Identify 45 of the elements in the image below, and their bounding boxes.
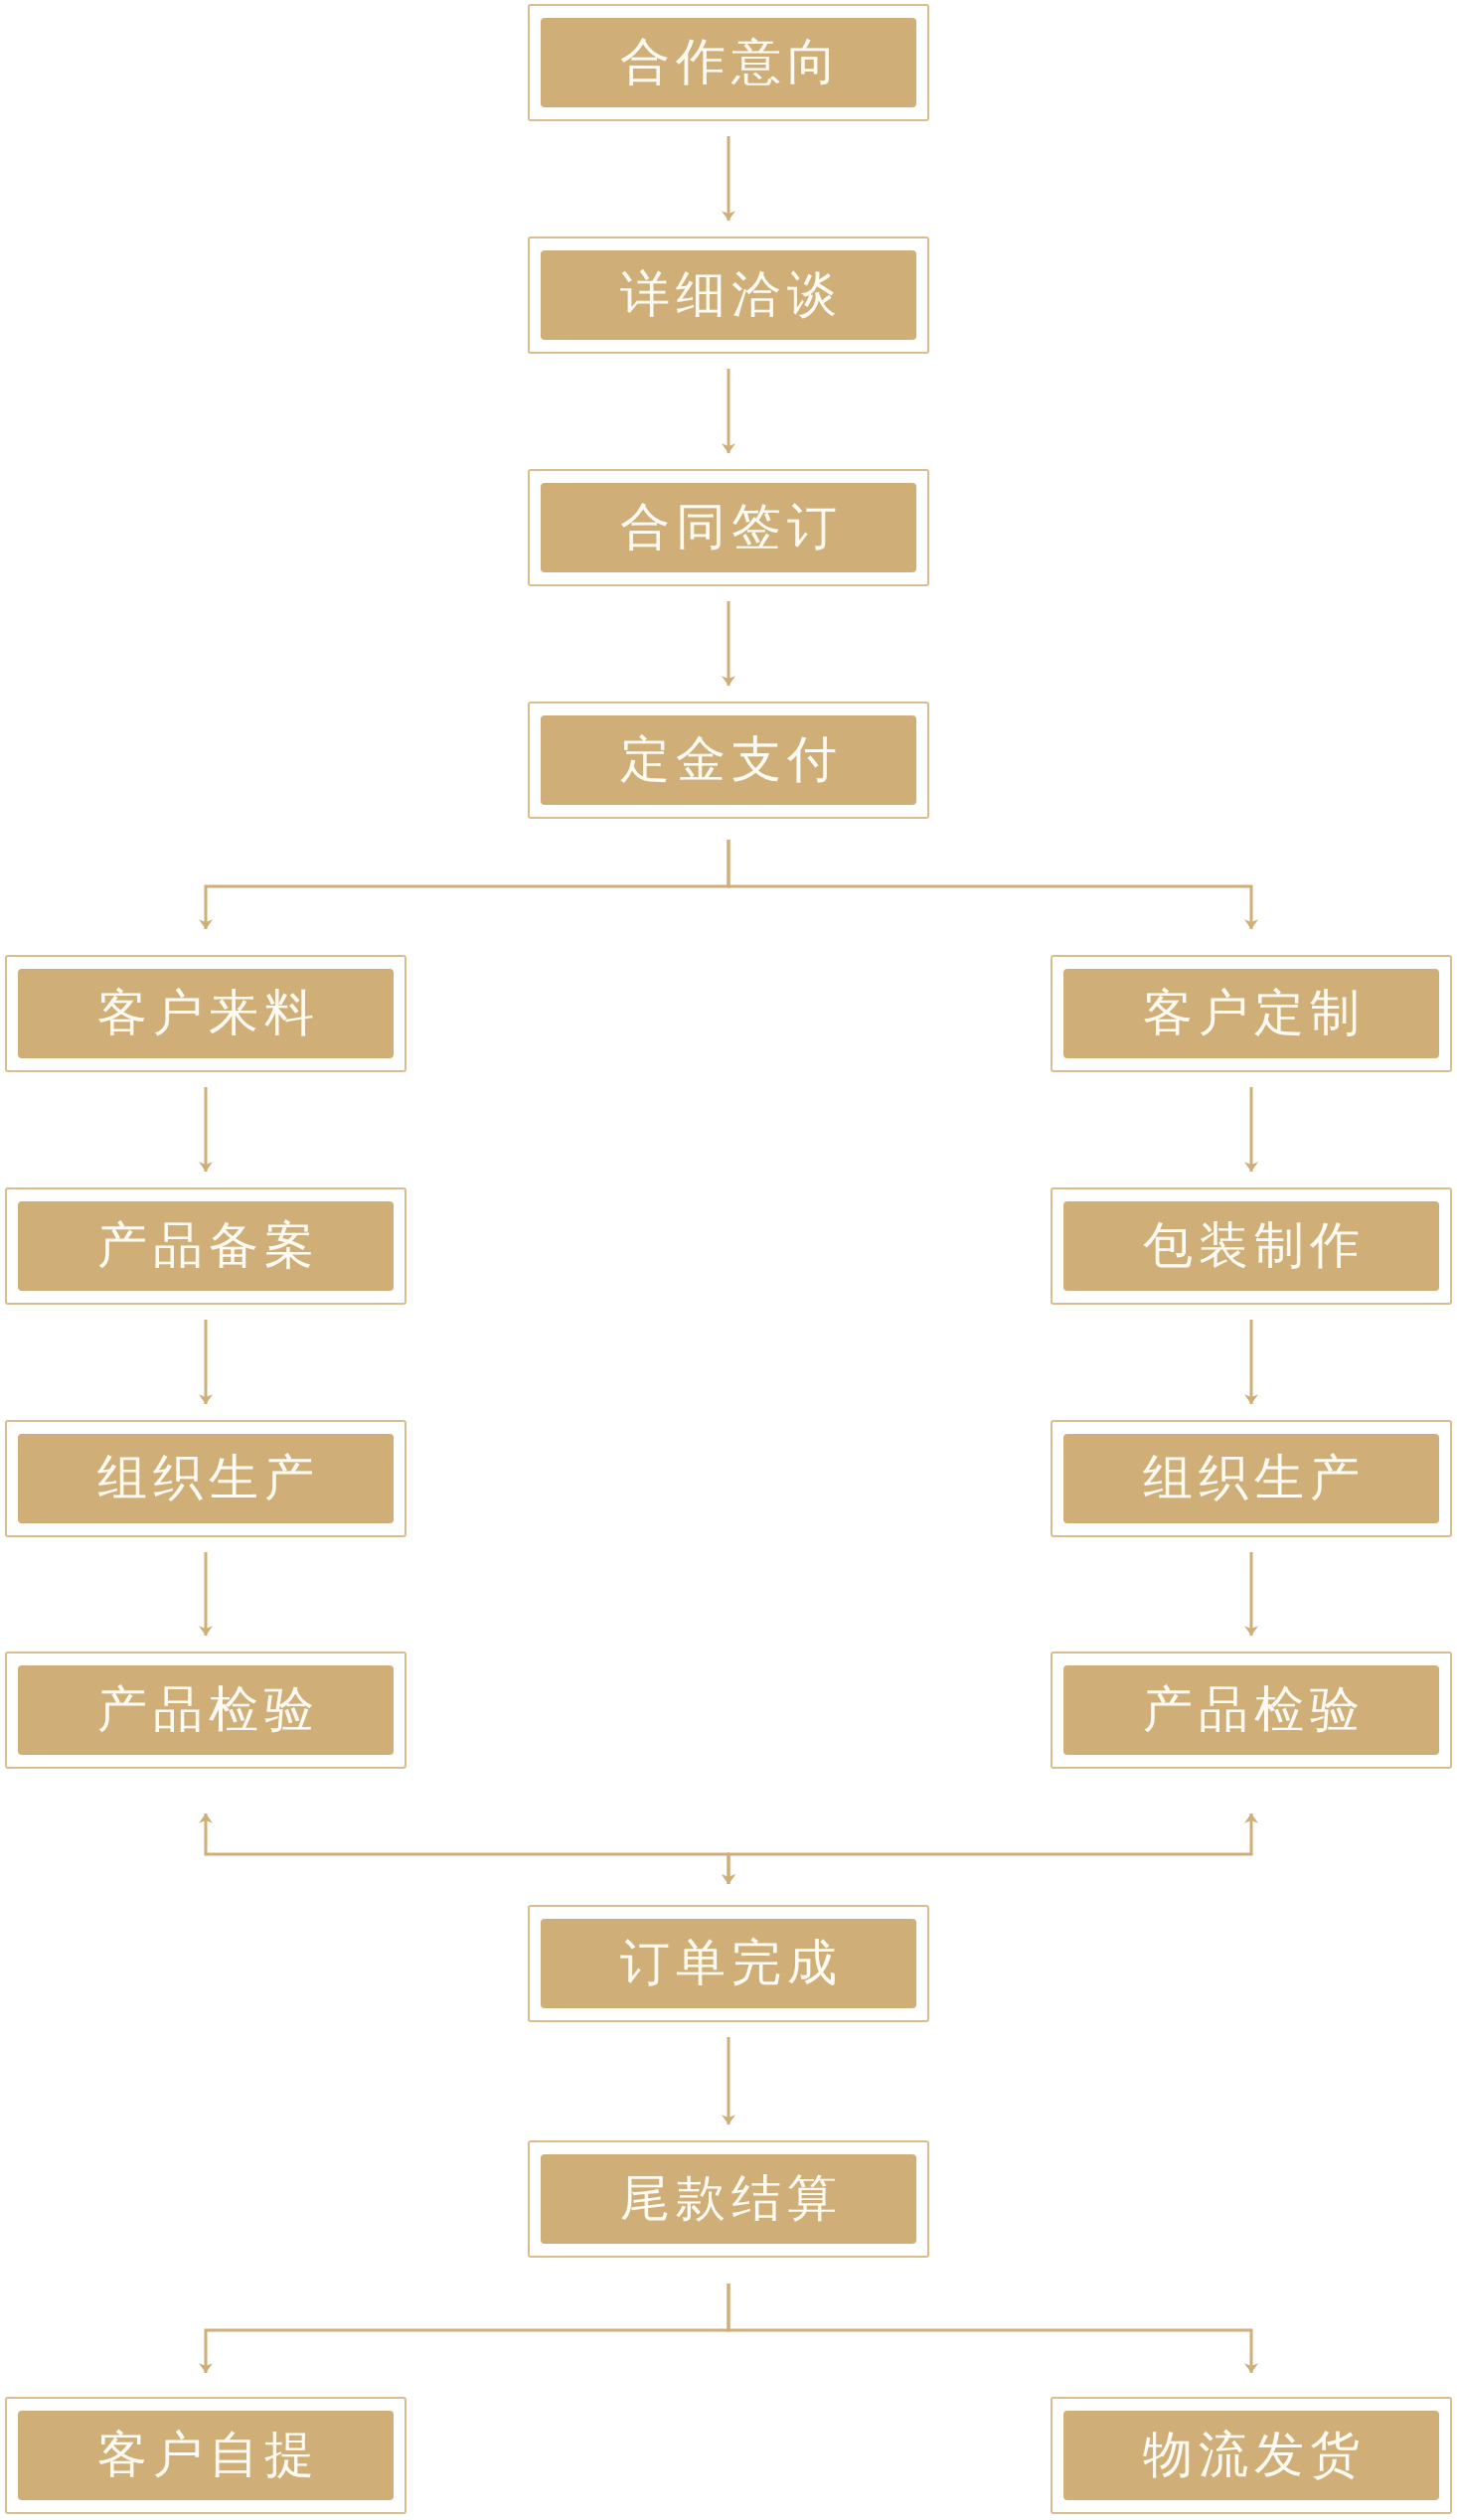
process-box	[5, 2397, 406, 2514]
step-label: 物流发货	[1142, 2427, 1366, 2484]
arrow	[1244, 1320, 1258, 1404]
arrow	[199, 1087, 213, 1172]
arrow	[727, 2284, 1258, 2373]
step-label: 产品检验	[1142, 1681, 1366, 1739]
step-label: 合作意向	[619, 34, 843, 91]
arrow	[727, 840, 1258, 929]
step-label: 产品备案	[96, 1217, 320, 1275]
step-label: 尾款结算	[619, 2170, 843, 2228]
process-box	[528, 4, 929, 121]
step-label: 产品检验	[96, 1681, 320, 1739]
arrow	[722, 601, 735, 686]
process-box	[1051, 1420, 1452, 1537]
step-label: 组织生产	[96, 1450, 320, 1507]
step-label: 详细洽谈	[619, 266, 843, 324]
step-label: 包装制作	[1142, 1217, 1366, 1275]
process-box	[528, 1905, 929, 2022]
arrow	[722, 1813, 1258, 1884]
step-label: 订单完成	[619, 1935, 843, 1992]
arrow	[199, 1320, 213, 1404]
process-box	[1051, 1652, 1452, 1769]
process-box	[528, 236, 929, 354]
step-label: 客户定制	[1142, 985, 1366, 1042]
process-box	[5, 1420, 406, 1537]
process-box	[528, 2140, 929, 2258]
process-box	[5, 1187, 406, 1305]
step-label: 定金支付	[619, 731, 843, 789]
process-box	[1051, 1187, 1452, 1305]
step-label: 组织生产	[1142, 1450, 1366, 1507]
process-box	[5, 1652, 406, 1769]
arrow	[1244, 1087, 1258, 1172]
step-label: 客户来料	[96, 985, 320, 1042]
arrow	[722, 2037, 735, 2125]
arrow	[199, 1552, 213, 1636]
arrow	[1244, 1552, 1258, 1636]
step-label: 客户自提	[96, 2427, 320, 2484]
process-box	[1051, 955, 1452, 1072]
step-label: 合同签订	[619, 499, 843, 556]
process-box	[528, 702, 929, 819]
process-box	[528, 469, 929, 586]
process-box	[1051, 2397, 1452, 2514]
process-box	[5, 955, 406, 1072]
arrow	[722, 136, 735, 221]
arrow	[722, 369, 735, 453]
